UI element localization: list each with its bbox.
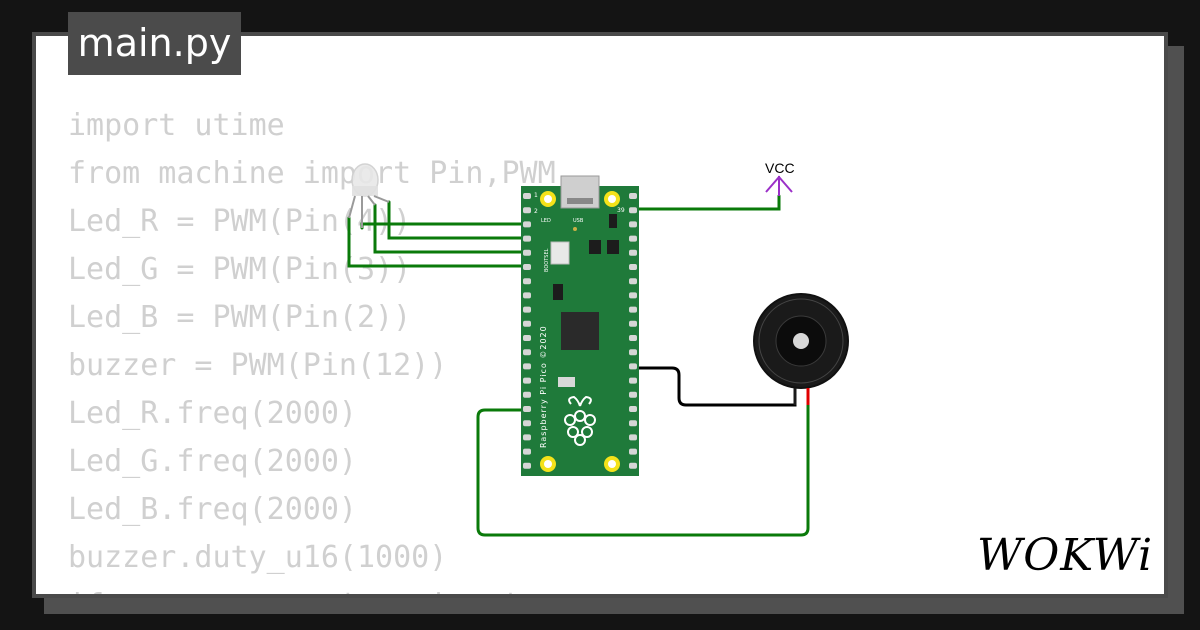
code-line: Led_B = PWM(Pin(2)) <box>68 300 412 335</box>
pin-header-right <box>629 193 637 469</box>
pin-header-left <box>523 193 531 469</box>
pin-pad[interactable] <box>629 193 637 199</box>
pin-pad[interactable] <box>523 264 531 270</box>
pin-pad[interactable] <box>523 278 531 285</box>
pin-pad[interactable] <box>523 349 531 356</box>
pin-pad[interactable] <box>523 249 531 256</box>
board-silkscreen: Raspberry Pi Pico ©2020 <box>539 325 548 448</box>
pin-pad[interactable] <box>629 278 637 285</box>
wire-led-gnd <box>360 222 529 230</box>
pin-pad[interactable] <box>629 406 637 412</box>
pico-board[interactable]: 1 2 39 LED USB BOOTSEL Raspberry Pi Pico… <box>521 175 639 476</box>
code-line: buzzer.duty_u16(1000) <box>68 540 448 575</box>
pin-pad[interactable] <box>523 207 531 214</box>
wire-led-g <box>373 203 529 254</box>
pin1-label: 1 <box>534 192 538 199</box>
pin-pad[interactable] <box>523 391 531 398</box>
pin-pad[interactable] <box>523 306 531 313</box>
pin-pad[interactable] <box>629 249 637 256</box>
usb-label: USB <box>573 218 584 224</box>
wokwi-logo: WOKWi <box>977 530 1153 580</box>
rgb-led-icon[interactable] <box>348 163 390 228</box>
raspberry-logo-icon <box>564 395 596 446</box>
code-line: from machine import Pin,PWM <box>68 156 556 191</box>
pin-pad[interactable] <box>523 235 531 242</box>
pin-pad[interactable] <box>523 462 531 469</box>
pin-pad[interactable] <box>523 292 531 299</box>
wire-buzzer-signal <box>631 366 797 407</box>
pin-pad[interactable] <box>629 207 637 214</box>
pin-pad[interactable] <box>629 292 637 299</box>
bootsel-label: BOOTSEL <box>544 248 550 272</box>
file-tab[interactable]: main.py <box>68 12 241 75</box>
pin2-label: 2 <box>534 208 538 215</box>
code-line: Led_B.freq(2000) <box>68 492 357 527</box>
code-editor: import utime from machine import Pin,PWM L… <box>68 102 556 594</box>
pin-pad[interactable] <box>629 377 637 384</box>
bootsel-button[interactable] <box>550 241 570 265</box>
pin-pad[interactable] <box>523 193 531 199</box>
pin-pad[interactable] <box>629 420 637 427</box>
pin-pad[interactable] <box>523 420 531 427</box>
pin-pad[interactable] <box>523 221 531 228</box>
pin-pad[interactable] <box>629 349 637 356</box>
logo-text: WOKWi <box>977 530 1153 580</box>
vcc-arrow-icon <box>765 175 793 196</box>
code-line: Led_R = PWM(Pin(4)) <box>68 204 412 239</box>
pin-pad[interactable] <box>523 320 531 327</box>
code-line: buzzer = PWM(Pin(12)) <box>68 348 448 383</box>
led-label: LED <box>541 218 551 224</box>
pin-pad[interactable] <box>523 335 531 341</box>
pin-pad[interactable] <box>629 306 637 313</box>
code-line: Led_R.freq(2000) <box>68 396 357 431</box>
wire-buzzer-gnd <box>476 403 810 537</box>
pin-pad[interactable] <box>629 335 637 341</box>
pin-pad[interactable] <box>629 320 637 327</box>
pin-pad[interactable] <box>523 363 531 370</box>
pin-pad[interactable] <box>629 434 637 441</box>
pin-pad[interactable] <box>629 264 637 270</box>
code-line: Led_G.freq(2000) <box>68 444 357 479</box>
pin-pad[interactable] <box>629 391 637 398</box>
wire-led-b <box>347 216 529 268</box>
pin39-label: 39 <box>617 207 625 214</box>
pin-pad[interactable] <box>523 377 531 384</box>
wire-vcc <box>631 194 781 211</box>
pin-pad[interactable] <box>523 434 531 441</box>
vcc-label: VCC <box>765 160 795 176</box>
code-line: if __name__ == '__main__': <box>68 582 556 594</box>
pin-pad[interactable] <box>629 221 637 228</box>
buzzer-icon[interactable] <box>753 293 849 405</box>
pin-pad[interactable] <box>523 448 531 455</box>
code-line: Led_G = PWM(Pin(3)) <box>68 252 412 287</box>
pin-pad[interactable] <box>629 462 637 469</box>
rp2040-chip <box>561 312 599 350</box>
pin-pad[interactable] <box>523 406 531 412</box>
code-line: import utime <box>68 108 285 143</box>
pin-pad[interactable] <box>629 235 637 242</box>
pin-pad[interactable] <box>629 448 637 455</box>
pin-pad[interactable] <box>629 363 637 370</box>
wire-led-r <box>387 200 529 240</box>
